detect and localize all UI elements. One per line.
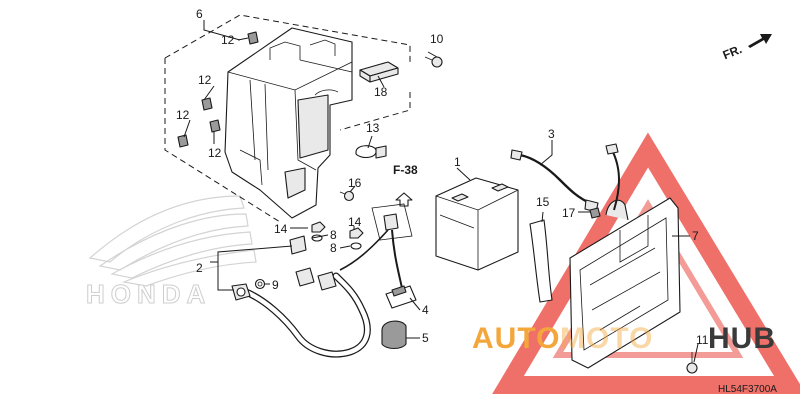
clip-12-top (247, 31, 259, 45)
watermark-moto: MOTO (560, 322, 653, 355)
section-ref-label: F-38 (393, 163, 418, 177)
callout-10: 10 (430, 32, 444, 46)
clip-12-left-a (201, 97, 213, 111)
bolt-10 (424, 56, 443, 68)
callout-2: 2 (196, 261, 203, 275)
callout-4: 4 (422, 303, 429, 317)
callout-9: 9 (272, 278, 279, 292)
clamp-13 (355, 145, 387, 159)
callout-12-left-a: 12 (198, 73, 212, 87)
diagram-code: HL54F3700A (718, 384, 777, 395)
callout-3: 3 (548, 127, 555, 141)
callout-1: 1 (454, 155, 461, 169)
clip-12-left-b (177, 134, 189, 148)
watermark-auto: AUTO (472, 322, 560, 355)
section-ref-arrow (395, 192, 413, 207)
bolt-11 (686, 352, 698, 374)
cable-tray-wire (605, 143, 620, 211)
callout-labels: 6 12 12 12 12 10 18 13 16 1 3 15 17 7 11… (176, 7, 709, 347)
nut-14-lower (349, 227, 364, 239)
rubber-pad (359, 61, 399, 83)
watermark-text: AUTO MOTO HUB (472, 322, 776, 355)
front-direction-indicator: FR. (721, 34, 772, 62)
relay-cover-5 (381, 320, 407, 350)
callout-7: 7 (692, 229, 699, 243)
nut-14-upper (311, 221, 326, 233)
callout-12-top: 12 (221, 33, 235, 47)
clip-17 (589, 207, 601, 219)
callout-8-left: 8 (330, 228, 337, 242)
callout-14-left: 14 (274, 222, 288, 236)
cable-3 (510, 149, 599, 213)
clip-12-left-c (209, 119, 221, 133)
honda-logo-text: HONDA (86, 279, 211, 309)
direction-arrow-icon (748, 34, 772, 48)
relay-4 (339, 203, 417, 309)
battery-box (164, 14, 411, 223)
leader-lines (183, 20, 699, 363)
callout-16: 16 (348, 176, 362, 190)
watermark-hub: HUB (708, 322, 776, 355)
honda-wing-logo: HONDA (86, 195, 257, 310)
nut-9 (254, 278, 266, 290)
direction-label: FR. (721, 42, 744, 62)
callout-11: 11 (696, 333, 709, 347)
battery-cable (231, 235, 371, 358)
callout-12-left-c: 12 (208, 146, 222, 160)
battery (435, 177, 519, 271)
callout-12-left-b: 12 (176, 108, 190, 122)
callout-18: 18 (374, 85, 388, 99)
callout-13: 13 (366, 121, 380, 135)
callout-17: 17 (562, 206, 576, 220)
bolt-16 (339, 190, 355, 202)
callout-6: 6 (196, 7, 203, 21)
washer-8-lower (350, 242, 362, 250)
callout-14-right: 14 (348, 215, 362, 229)
battery-tray (569, 197, 681, 369)
callout-8-right: 8 (330, 241, 337, 255)
strap-15 (529, 219, 553, 303)
callout-15: 15 (536, 195, 550, 209)
callout-5: 5 (422, 331, 429, 345)
